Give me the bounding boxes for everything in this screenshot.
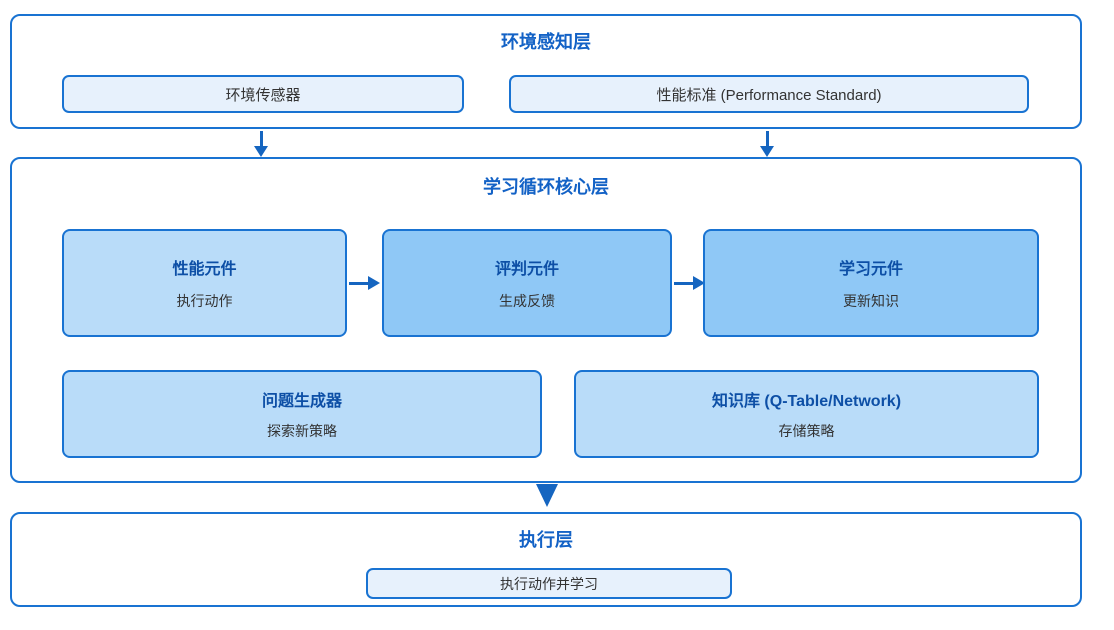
problem-generator-subtitle: 探索新策略 — [267, 423, 337, 439]
down-arrow-right-icon — [760, 146, 774, 157]
core-layer-title: 学习循环核心层 — [483, 177, 609, 197]
knowledge-base-title: 知识库 (Q-Table/Network) — [711, 393, 902, 410]
execution-layer-container: 执行层 执行动作并学习 — [10, 512, 1082, 607]
critic-element-title: 评判元件 — [494, 261, 559, 278]
problem-generator-node: 问题生成器 探索新策略 — [62, 370, 542, 458]
down-arrow-left-stem — [259, 131, 263, 147]
learning-element-subtitle: 更新知识 — [843, 293, 899, 309]
learning-element-node: 学习元件 更新知识 — [703, 229, 1039, 337]
down-arrow-right-stem — [765, 131, 769, 147]
performance-standard-label: 性能标准 (Performance Standard) — [656, 86, 882, 104]
performance-element-title: 性能元件 — [172, 261, 237, 278]
perception-layer-container: 环境感知层 环境传感器 性能标准 (Performance Standard) — [10, 14, 1082, 129]
performance-standard-node: 性能标准 (Performance Standard) — [509, 75, 1029, 113]
critic-element-subtitle: 生成反馈 — [499, 293, 555, 309]
knowledge-base-node: 知识库 (Q-Table/Network) 存储策略 — [574, 370, 1039, 458]
execute-action-node: 执行动作并学习 — [366, 568, 732, 599]
right-arrow-2-stem — [674, 281, 694, 285]
environment-sensor-node: 环境传感器 — [62, 75, 464, 113]
problem-generator-title: 问题生成器 — [261, 393, 342, 410]
environment-sensor-label: 环境传感器 — [225, 86, 301, 104]
knowledge-base-subtitle: 存储策略 — [778, 423, 835, 439]
execute-action-label: 执行动作并学习 — [500, 575, 598, 592]
execution-layer-title: 执行层 — [519, 530, 573, 550]
big-down-arrow-icon — [536, 484, 558, 507]
core-layer-container: 学习循环核心层 性能元件 执行动作 评判元件 生成反馈 学习元件 更新知识 问题… — [10, 157, 1082, 483]
perception-layer-title: 环境感知层 — [501, 32, 591, 52]
down-arrow-left-icon — [254, 146, 268, 157]
learning-element-title: 学习元件 — [838, 261, 903, 278]
right-arrow-2-icon — [693, 276, 705, 290]
performance-element-subtitle: 执行动作 — [176, 293, 233, 309]
right-arrow-1-icon — [368, 276, 380, 290]
critic-element-node: 评判元件 生成反馈 — [382, 229, 672, 337]
performance-element-node: 性能元件 执行动作 — [62, 229, 347, 337]
right-arrow-1-stem — [349, 281, 369, 285]
